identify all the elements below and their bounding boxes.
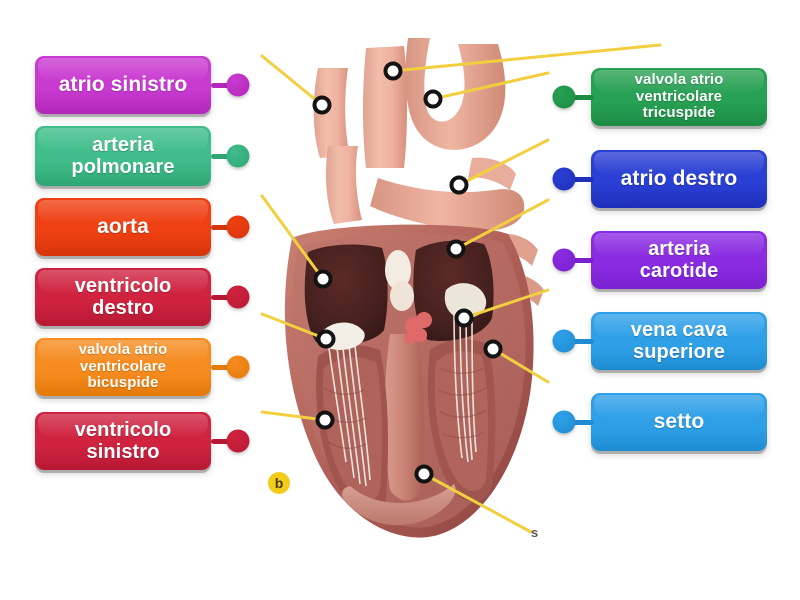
label-text-setto: setto	[653, 410, 705, 434]
diagram-marker-5[interactable]	[446, 239, 466, 259]
label-text-aorta: aorta	[97, 215, 149, 239]
connector-stem-setto	[564, 419, 594, 425]
connector-knob-atrio-sinistro[interactable]	[226, 73, 250, 97]
heart-diagram-image	[258, 38, 546, 550]
diagram-marker-8[interactable]	[483, 339, 503, 359]
connector-stem-arteria-carotide	[564, 257, 594, 263]
label-box-atrio-sinistro[interactable]: atrio sinistro	[35, 56, 211, 114]
diagram-marker-6[interactable]	[313, 269, 333, 289]
figure-tag-b: b	[268, 472, 290, 494]
connector-knob-valvola-bicuspide[interactable]	[226, 355, 250, 379]
figure-tag-s: s	[531, 525, 539, 540]
connector-knob-ventricolo-destro[interactable]	[226, 285, 250, 309]
diagram-marker-9[interactable]	[316, 329, 336, 349]
connector-knob-atrio-destro[interactable]	[552, 167, 576, 191]
diagram-marker-1[interactable]	[383, 61, 403, 81]
connector-stem-atrio-sinistro	[211, 82, 241, 88]
label-box-aorta[interactable]: aorta	[35, 198, 211, 256]
connector-stem-valvola-tricuspide	[564, 94, 594, 100]
label-text-atrio-destro: atrio destro	[620, 167, 738, 191]
connector-stem-atrio-destro	[564, 176, 594, 182]
label-box-atrio-destro[interactable]: atrio destro	[591, 150, 767, 208]
connector-stem-valvola-bicuspide	[211, 364, 241, 370]
diagram-marker-11[interactable]	[414, 464, 434, 484]
connector-stem-vena-cava-superiore	[564, 338, 594, 344]
diagram-marker-2[interactable]	[312, 95, 332, 115]
label-text-atrio-sinistro: atrio sinistro	[58, 73, 188, 97]
connector-knob-arteria-polmonare[interactable]	[226, 144, 250, 168]
connector-stem-aorta	[211, 224, 241, 230]
connector-knob-valvola-tricuspide[interactable]	[552, 85, 576, 109]
diagram-marker-7[interactable]	[454, 308, 474, 328]
connector-knob-vena-cava-superiore[interactable]	[552, 329, 576, 353]
connector-knob-setto[interactable]	[552, 410, 576, 434]
connector-stem-arteria-polmonare	[211, 153, 241, 159]
connector-stem-ventricolo-sinistro	[211, 438, 241, 444]
connector-knob-arteria-carotide[interactable]	[552, 248, 576, 272]
diagram-marker-3[interactable]	[423, 89, 443, 109]
connector-knob-aorta[interactable]	[226, 215, 250, 239]
diagram-marker-10[interactable]	[315, 410, 335, 430]
connector-knob-ventricolo-sinistro[interactable]	[226, 429, 250, 453]
label-box-setto[interactable]: setto	[591, 393, 767, 451]
diagram-marker-4[interactable]	[449, 175, 469, 195]
connector-stem-ventricolo-destro	[211, 294, 241, 300]
